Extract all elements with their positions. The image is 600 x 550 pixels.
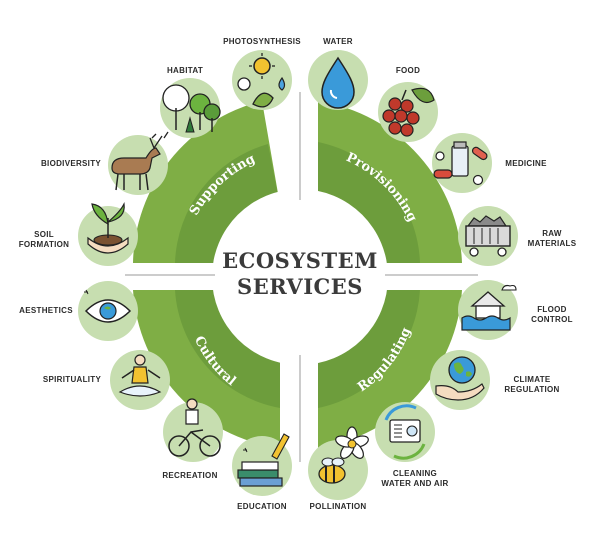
label-photosynthesis: PHOTOSYNTHESIS [222,37,302,47]
label-biodiversity: BIODIVERSITY [36,159,106,169]
label-raw-materials: RAW MATERIALS [522,229,582,249]
label-habitat: HABITAT [160,66,210,76]
books-pencil-icon [232,434,292,496]
diagram-title: ECOSYSTEM SERVICES [200,248,400,300]
label-spirituality: SPIRITUALITY [40,375,104,385]
water-drop-icon [308,50,368,110]
trees-icon [160,78,220,138]
globe-hand-icon [430,350,490,410]
label-water: WATER [318,37,358,47]
label-soil-formation: SOIL FORMATION [14,230,74,250]
grapes-icon [378,82,438,142]
label-recreation: RECREATION [160,471,220,481]
label-medicine: MEDICINE [496,159,556,169]
label-cleaning-water-air: CLEANING WATER AND AIR [370,469,460,489]
label-food: FOOD [388,66,428,76]
label-flood-control: FLOOD CONTROL [522,305,582,325]
label-education: EDUCATION [232,502,292,512]
pills-icon [432,133,492,193]
air-purifier-icon [375,402,435,462]
label-climate-regulation: CLIMATE REGULATION [492,375,572,395]
label-aesthetics: AESTHETICS [14,306,78,316]
label-pollination: POLLINATION [306,502,370,512]
seedling-hands-icon [78,204,138,266]
eye-icon [78,281,138,341]
deer-icon [108,132,168,195]
bee-flower-icon [308,427,370,500]
mine-cart-icon [458,206,518,266]
flooded-house-icon [458,280,518,340]
meditation-icon [110,350,170,410]
sun-leaf-icon [232,50,292,110]
